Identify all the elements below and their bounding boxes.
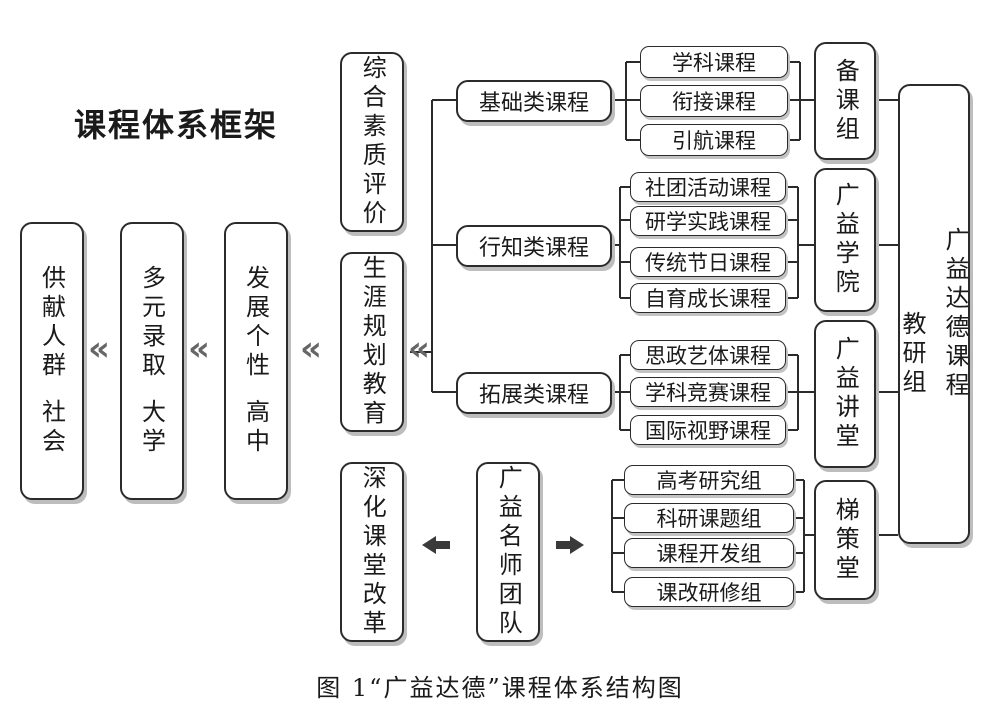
course-item: 衔接课程 <box>640 85 788 117</box>
chevron-left-icon-4: « <box>408 329 430 369</box>
category-extension-label: 拓展类课程 <box>478 383 589 408</box>
group-item-label: 科研课题组 <box>656 507 762 531</box>
society-line2: 社会 <box>37 399 66 457</box>
course-item-label: 衔接课程 <box>672 90 756 114</box>
course-item-label: 自育成长课程 <box>645 287 771 311</box>
highschool-box: 发展个性 高中 <box>224 222 288 500</box>
course-research-line1: 广益达德课程 <box>941 227 969 401</box>
highschool-line1: 发展个性 <box>241 265 270 381</box>
course-item-label: 研学实践课程 <box>645 210 771 234</box>
university-box: 多元录取 大学 <box>120 222 184 500</box>
teacher-team-box: 广益名师团队 <box>476 462 540 642</box>
figure-caption: 图 1“广益达德”课程体系结构图 <box>316 674 684 702</box>
university-line2: 大学 <box>137 399 166 457</box>
chevron-left-icon-1: « <box>88 329 110 369</box>
chevron-left-icon-2: « <box>188 329 210 369</box>
course-item-label: 社团活动课程 <box>645 176 771 200</box>
group-item: 高考研究组 <box>624 465 794 495</box>
course-item: 自育成长课程 <box>630 283 786 313</box>
prep-group-box: 备课组 <box>814 42 876 160</box>
course-research-line2: 教研组 <box>898 310 926 398</box>
group-item-label: 高考研究组 <box>656 469 762 493</box>
course-item-label: 学科竞赛课程 <box>645 381 771 405</box>
category-practice-label: 行知类课程 <box>478 236 589 261</box>
course-item-label: 引航课程 <box>672 129 756 153</box>
deepen-reform-box: 深化课堂改革 <box>340 462 404 642</box>
category-extension: 拓展类课程 <box>456 372 612 414</box>
group-item-label: 课程开发组 <box>656 542 762 566</box>
group-item: 课改研修组 <box>624 577 794 607</box>
course-item: 学科课程 <box>640 46 788 78</box>
university-line1: 多元录取 <box>137 265 166 381</box>
planning-box: 生涯规划教育 <box>340 252 404 432</box>
diagram-heading: 课程体系框架 <box>74 106 279 144</box>
course-item: 学科竞赛课程 <box>630 377 786 407</box>
society-line1: 供献人群 <box>37 265 66 381</box>
society-box: 供献人群 社会 <box>20 222 84 500</box>
arrow-right-icon <box>556 536 584 554</box>
group-item-label: 课改研修组 <box>656 581 762 605</box>
course-item: 国际视野课程 <box>630 415 786 445</box>
course-item-label: 思政艺体课程 <box>645 344 771 368</box>
ladder-box: 梯策堂 <box>814 480 876 600</box>
category-basic: 基础类课程 <box>456 80 612 122</box>
course-item: 社团活动课程 <box>630 172 786 202</box>
academy-box: 广益学院 <box>814 168 876 312</box>
arrow-left-icon <box>422 536 450 554</box>
group-item: 课程开发组 <box>624 538 794 568</box>
course-item-label: 学科课程 <box>672 51 756 75</box>
lecture-box: 广益讲堂 <box>814 320 876 468</box>
course-item: 引航课程 <box>640 124 788 156</box>
course-item: 研学实践课程 <box>630 206 786 236</box>
category-basic-label: 基础类课程 <box>478 91 589 116</box>
course-item-label: 传统节日课程 <box>645 251 771 275</box>
course-item-label: 国际视野课程 <box>645 419 771 443</box>
category-practice: 行知类课程 <box>456 225 612 267</box>
evaluation-box: 综合素质评价 <box>340 52 404 232</box>
course-item: 思政艺体课程 <box>630 340 786 370</box>
group-item: 科研课题组 <box>624 503 794 533</box>
chevron-left-icon-3: « <box>300 329 322 369</box>
course-item: 传统节日课程 <box>630 247 786 277</box>
highschool-line2: 高中 <box>241 399 270 457</box>
course-research-panel: 广益达德课程 教研组 <box>898 84 970 544</box>
